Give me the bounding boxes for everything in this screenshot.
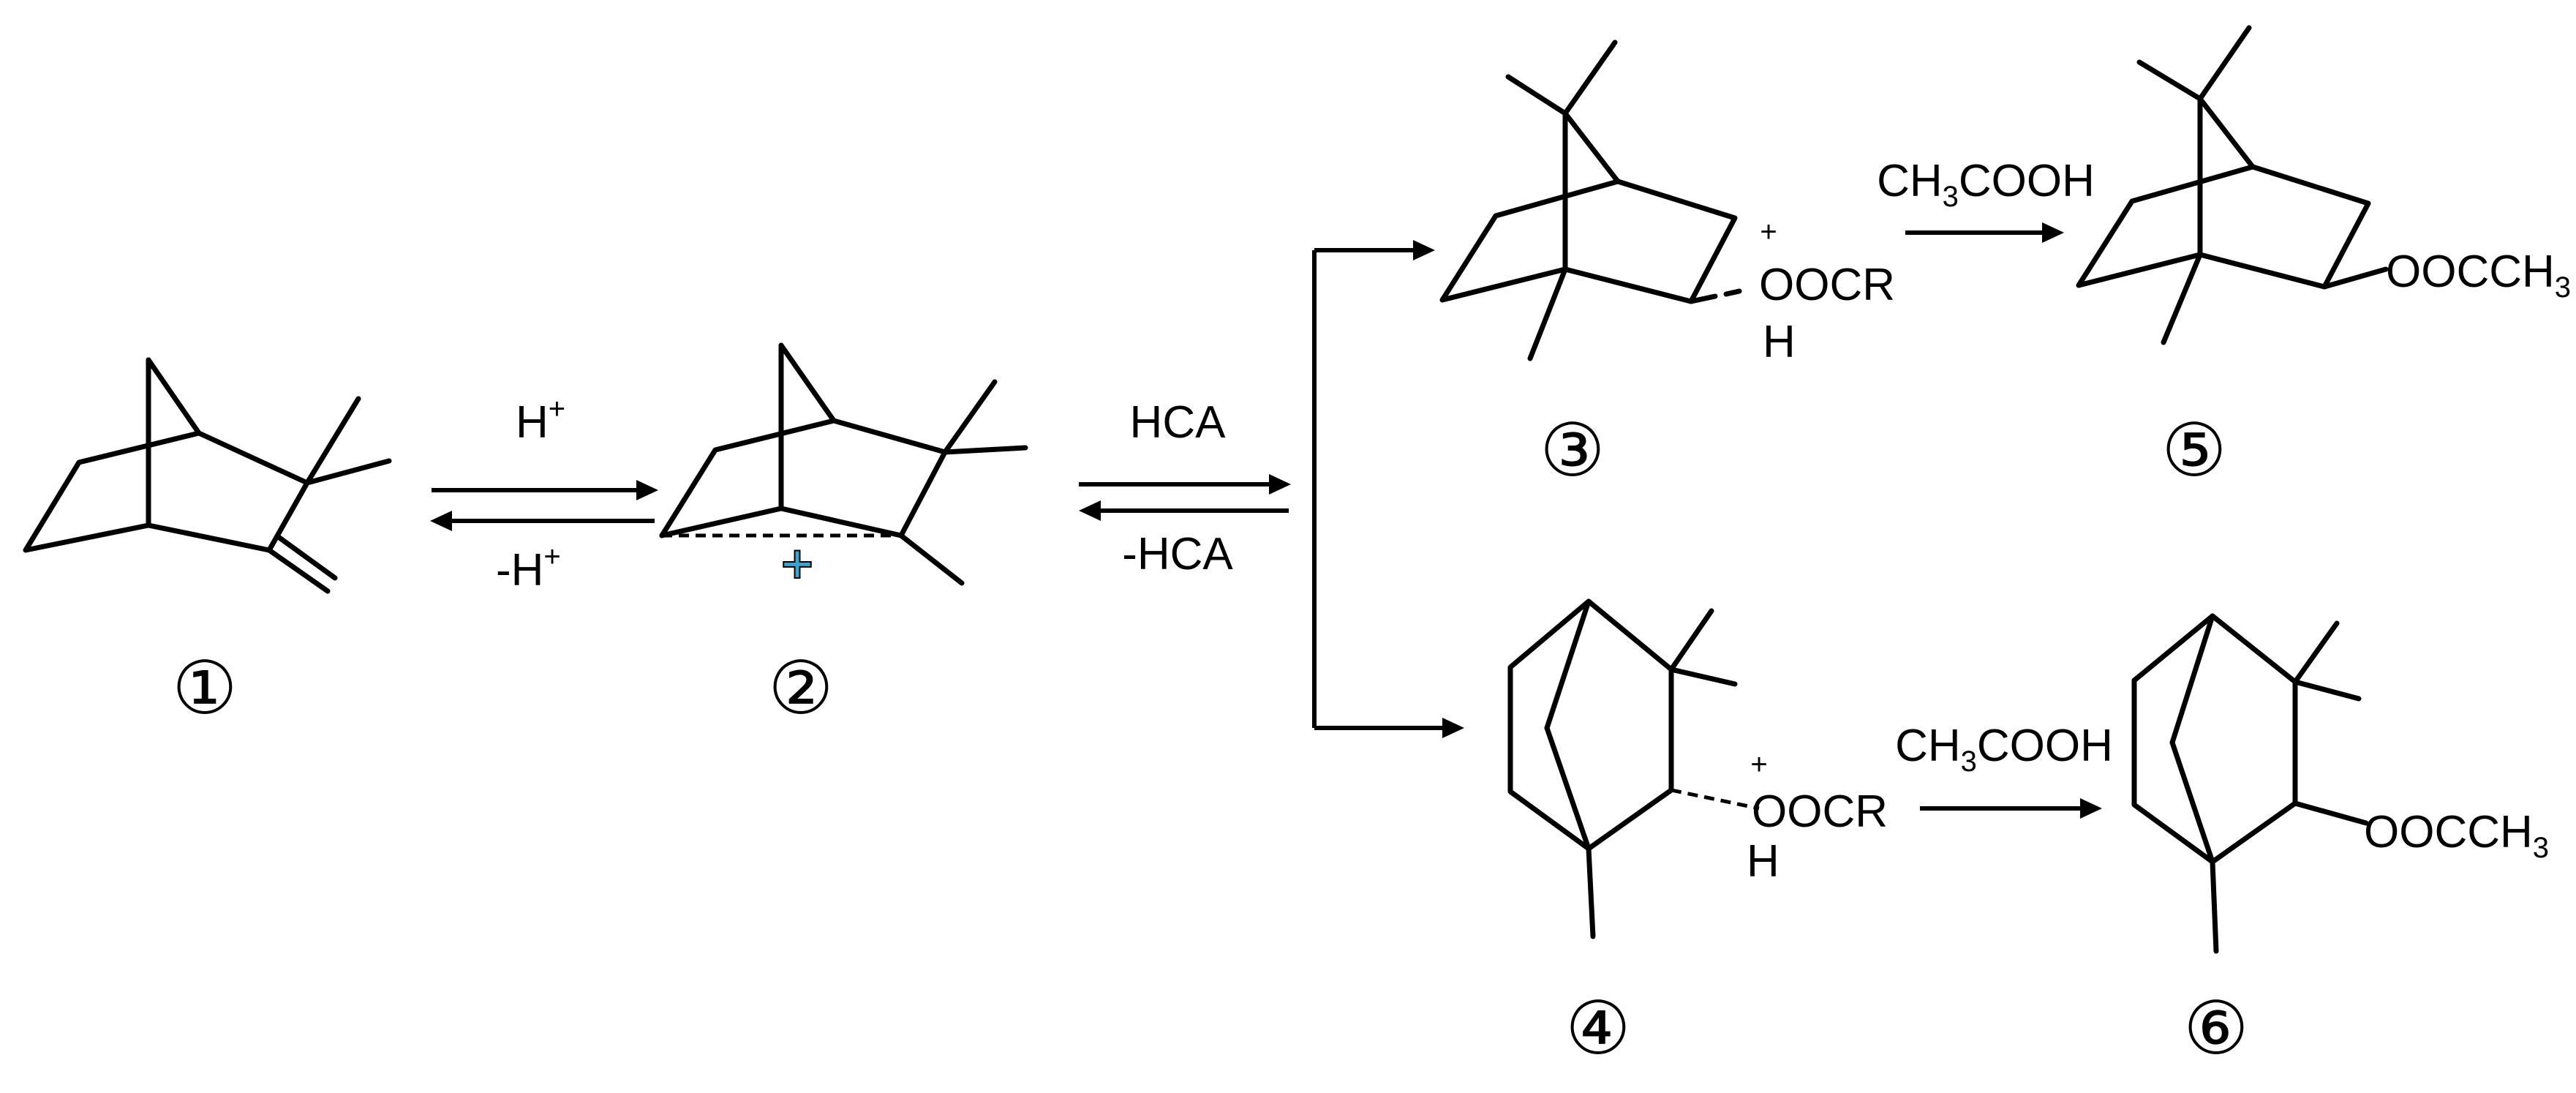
reagent-h-plus: H+ <box>516 393 565 448</box>
group-ester-6: OOCCH3 <box>2364 807 2549 864</box>
cation-marker: + <box>779 538 816 589</box>
structure-compound-6 <box>2131 613 2369 954</box>
reagent-minus-h-plus: -H+ <box>496 541 561 596</box>
structure-compound-2 <box>659 342 1028 586</box>
structure-compound-4 <box>1507 598 1760 939</box>
group-h-4: H <box>1747 836 1780 887</box>
group-h-3: H <box>1763 317 1796 367</box>
compound-label-6: ⑥ <box>2183 985 2249 1071</box>
branch-arrows <box>1312 240 1464 738</box>
compound-label-5: ⑤ <box>2161 407 2227 493</box>
reaction-arrow-3-to-5 <box>1905 222 2064 243</box>
reagent-acetic-acid-bottom: CH3COOH <box>1895 721 2113 778</box>
charge-plus-3: + <box>1760 216 1777 248</box>
structure-compound-1 <box>23 357 392 594</box>
group-oocr-4: OOCR <box>1752 786 1888 837</box>
reagent-minus-hca: -HCA <box>1122 529 1233 579</box>
reaction-arrow-4-to-6 <box>1920 798 2102 819</box>
equilibrium-arrow-1 <box>430 480 658 531</box>
structure-compound-5 <box>2076 25 2389 345</box>
group-oocr-3: OOCR <box>1759 260 1895 310</box>
compound-label-3: ③ <box>1540 407 1605 493</box>
equilibrium-arrow-2 <box>1079 474 1291 521</box>
compound-label-1: ① <box>172 645 238 731</box>
compound-label-2: ② <box>768 645 834 731</box>
charge-plus-4: + <box>1750 748 1767 781</box>
compound-label-4: ④ <box>1565 985 1631 1071</box>
structure-compound-3 <box>1439 40 1742 361</box>
reagent-hca: HCA <box>1130 397 1227 448</box>
group-ester-5: OOCCH3 <box>2386 247 2571 304</box>
reagent-acetic-acid-top: CH3COOH <box>1877 156 2095 213</box>
